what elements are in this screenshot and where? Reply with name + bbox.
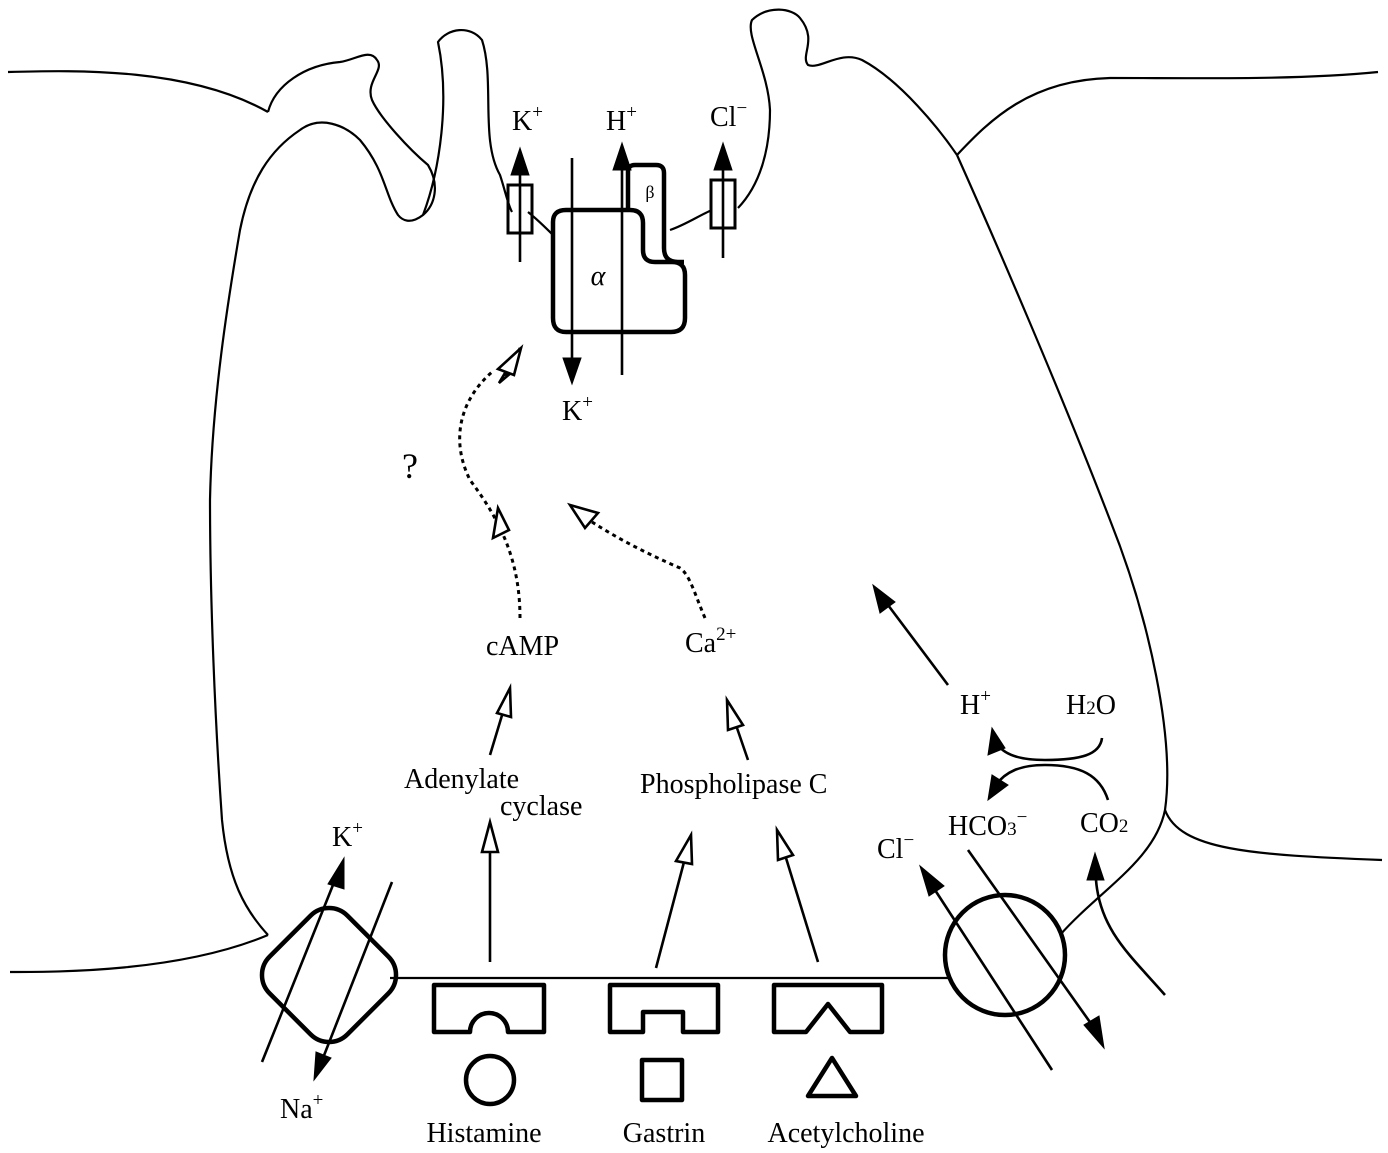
k-influx-arrowhead [563,358,581,384]
gastrin-receptor-shape [610,985,718,1032]
beta-label: β [645,182,654,202]
acetylcholine-ligand-triangle [808,1058,856,1096]
right-basal-neighbor-edge [1165,810,1382,860]
adenylate-to-camp-arrowhead [497,688,511,717]
cyclase-label: cyclase [500,791,582,822]
k-uptake-arrowhead [328,858,344,889]
apical-k-channel [508,148,532,262]
cl-bottom-label: Cl− [877,830,914,865]
question-mark: ? [402,446,418,486]
gastrin-label: Gastrin [623,1118,705,1149]
na-efflux-arrowhead [314,1052,331,1080]
co2-label: CO2 [1080,808,1128,839]
basal-membrane-left [10,935,268,972]
co2-influx-curve [1096,880,1165,995]
k-top-label: K+ [512,102,543,137]
gastrin-receptor-line [656,862,684,968]
parietal-cell-membrane [210,55,435,935]
cl-top-label: Cl− [710,98,747,133]
apical-membrane-right [670,210,712,230]
h-efflux-arrowhead [613,143,631,170]
sodium-potassium-pump [251,858,407,1080]
co2-influx-arrowhead [1087,853,1104,880]
gastrin-receptor [610,985,718,1100]
calcium-dashed-path [592,522,705,618]
histamine-receptor-arrowhead [482,822,498,852]
h-to-cytoplasm-line [888,605,948,685]
cl-influx-arrowhead [920,866,944,896]
acetylcholine-label: Acetylcholine [767,1118,924,1149]
acetylcholine-receptor [774,985,882,1096]
hco3-efflux-line [968,850,1092,1025]
anion-exchanger [920,850,1165,1070]
phospholipase-label: Phospholipase C [640,769,827,800]
ach-receptor-line [786,858,818,962]
calcium-label: Ca2+ [685,624,736,659]
apical-cl-channel [711,143,735,258]
k-inside-label: K+ [562,392,593,427]
hco3-product-arrowhead [988,775,1008,800]
canaliculus-left-wall [423,30,512,215]
histamine-receptor-shape [434,985,544,1032]
k-channel-arrowhead [511,148,529,175]
histamine-receptor [434,985,544,1104]
k-uptake-line [262,880,335,1062]
cell-outline [8,10,1382,978]
cl-channel-arrowhead [714,143,732,170]
reaction-curve-lower [996,765,1108,800]
plc-to-calcium-arrowhead [727,700,743,730]
h-right-label: H+ [960,686,991,721]
camp-label: cAMP [486,631,559,662]
water-label: H2O [1066,690,1116,721]
reaction-curve-upper [998,738,1102,760]
acetylcholine-receptor-shape [774,985,882,1032]
ach-receptor-arrowhead [777,830,793,860]
gastrin-receptor-arrowhead [676,835,692,864]
alpha-label: α [591,261,607,292]
hco3-efflux-arrowhead [1084,1016,1104,1048]
adenylate-to-camp-line [490,712,503,755]
right-neighbor-cell-edge [957,72,1378,155]
plc-to-calcium-line [737,728,748,760]
bicarbonate-label: HCO3− [948,807,1027,842]
k-bottom-label: K+ [332,818,363,853]
proton-pump: β α [553,143,685,384]
camp-open-arrowhead-lower [493,508,509,538]
histamine-ligand-circle [466,1056,514,1104]
signalling-pathways [460,348,705,618]
second-messenger-arrows [482,688,818,968]
h-top-label: H+ [606,102,637,137]
na-label: Na+ [280,1090,323,1125]
canaliculus-right-wall [738,10,957,208]
gastrin-ligand-square [642,1060,682,1100]
camp-to-pump-dashed [460,372,520,618]
histamine-label: Histamine [426,1118,541,1149]
left-neighbor-cell-edge [8,71,268,112]
camp-open-arrowhead-upper-main [498,348,521,375]
